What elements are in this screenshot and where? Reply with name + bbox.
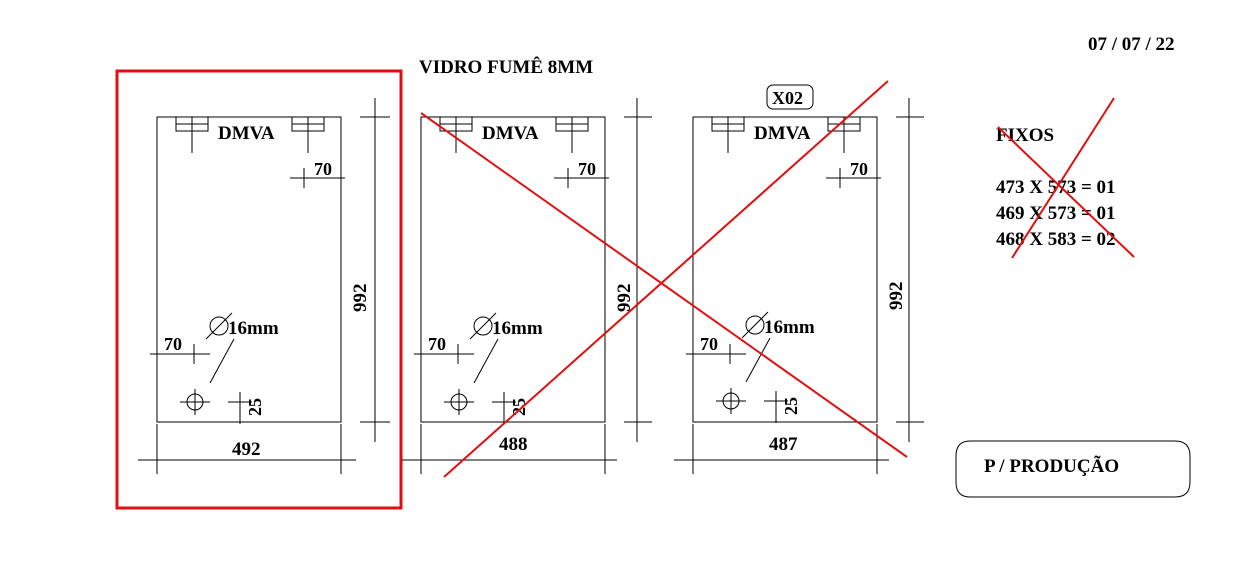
production-note-label: P / PRODUÇÃO <box>984 455 1119 477</box>
hinge-cutout-right <box>291 117 325 153</box>
qty-tag-box <box>766 84 814 110</box>
qty-tag: X02 <box>772 88 803 108</box>
material-title: VIDRO FUMÊ 8MM <box>419 56 593 78</box>
width-label: 488 <box>499 434 528 455</box>
brand-label: DMVA <box>754 123 811 144</box>
hole-offset-label: 70 <box>164 334 182 354</box>
fixos-item: 468 X 583 = 02 <box>996 229 1116 250</box>
hole-diameter-label: 16mm <box>492 318 543 339</box>
cross-out-mark <box>420 80 908 478</box>
production-note: P / PRODUÇÃO <box>955 440 1191 498</box>
hole-diameter-label: 16mm <box>228 318 279 339</box>
hinge-cutout-right <box>555 117 589 153</box>
production-note-box <box>955 440 1191 498</box>
glass-panel-1: DMVA 70 70 16mm 25 492 992 <box>138 98 390 474</box>
selection-box <box>115 69 403 510</box>
panel-outline <box>692 116 878 423</box>
hinge-offset-label: 70 <box>314 159 332 179</box>
brand-label: DMVA <box>482 123 539 144</box>
height-label: 992 <box>614 284 635 313</box>
hole-offset-label: 70 <box>428 334 446 354</box>
glass-panel-2: DMVA 70 70 16mm 25 488 992 <box>402 98 652 474</box>
brand-label: DMVA <box>218 123 275 144</box>
hole-diameter-label: 16mm <box>764 317 815 338</box>
hinge-offset-label: 70 <box>850 159 868 179</box>
hinge-offset-label: 70 <box>578 159 596 179</box>
fixos-cross-out-mark <box>997 97 1135 259</box>
date-label: 07 / 07 / 22 <box>1088 34 1175 55</box>
width-label: 492 <box>232 439 261 460</box>
fixos-list: FIXOS 473 X 573 = 01 469 X 573 = 01 468 … <box>996 125 1116 250</box>
panel-outline <box>420 116 606 423</box>
hole-bottom-offset-label: 25 <box>781 397 801 415</box>
hinge-cutout-left <box>175 117 209 153</box>
height-label: 992 <box>350 284 371 313</box>
width-label: 487 <box>769 434 798 455</box>
hinge-cutout-left <box>711 117 745 153</box>
hinge-cutout-right <box>827 117 861 153</box>
panel-outline <box>156 116 342 423</box>
hole-bottom-offset-label: 25 <box>509 398 529 416</box>
hole-bottom-offset-label: 25 <box>245 398 265 416</box>
height-label: 992 <box>886 282 907 311</box>
fixos-title: FIXOS <box>996 125 1054 146</box>
glass-panel-3: X02 DMVA 70 70 16mm 25 487 <box>674 84 924 474</box>
hole-offset-label: 70 <box>700 334 718 354</box>
hinge-cutout-left <box>439 117 473 153</box>
fixos-item: 469 X 573 = 01 <box>996 203 1116 224</box>
